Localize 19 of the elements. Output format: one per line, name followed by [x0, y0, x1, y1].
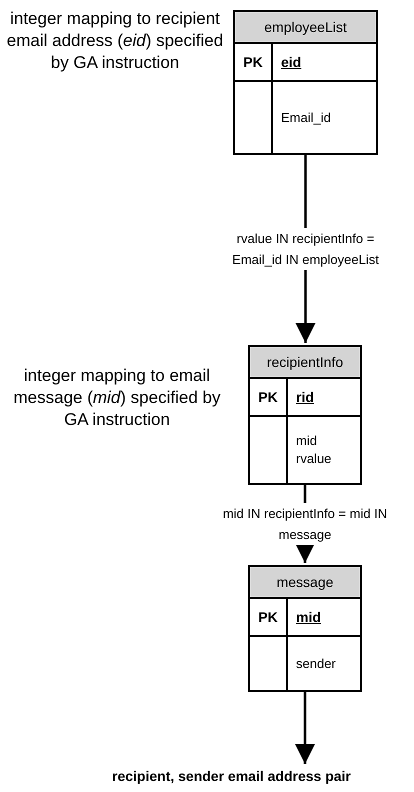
annotation-note: integer mapping to recipient email address (eid) specified by GA instruction: [6, 8, 224, 74]
field-list: Email_id: [281, 108, 333, 126]
table-header: recipientInfo: [250, 347, 360, 379]
arrow: [295, 692, 315, 764]
key-field: rid: [296, 386, 314, 408]
entity-table: [233, 10, 378, 155]
field-list: mid rvalue: [296, 432, 348, 468]
annotation-note: integer mapping to email message (mid) specified by GA instruction: [12, 365, 222, 431]
key-field: eid: [281, 52, 302, 72]
output-text: recipient, sender email address pair: [112, 766, 351, 787]
primary-key-marker: PK: [243, 52, 263, 72]
table-header: message: [250, 567, 360, 599]
entity-table: [248, 565, 362, 692]
field-list: sender: [296, 654, 348, 672]
primary-key-marker: PK: [258, 388, 278, 406]
key-field: mid: [296, 606, 321, 628]
entity-table: [248, 345, 362, 485]
table-header: employeeList: [235, 12, 376, 44]
primary-key-marker: PK: [258, 608, 278, 626]
